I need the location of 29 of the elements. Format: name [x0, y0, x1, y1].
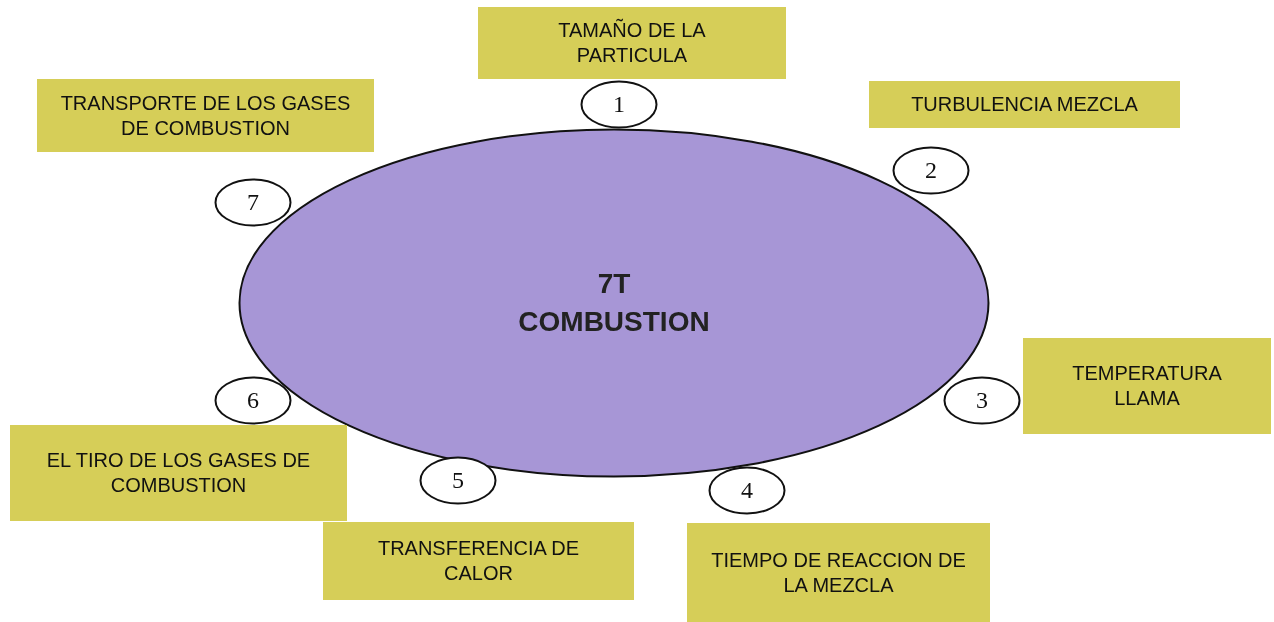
- factor-label: TURBULENCIA MEZCLA: [911, 92, 1138, 117]
- number-circle: [943, 376, 1021, 425]
- factor-box: [687, 523, 990, 622]
- factor-label: TIEMPO DE REACCION DE LA MEZCLA: [710, 547, 967, 598]
- factor-box: [323, 522, 634, 600]
- number-circle: [580, 80, 658, 129]
- number-circle: [214, 178, 292, 227]
- factor-box: [10, 425, 347, 521]
- number-label: 7: [247, 189, 259, 216]
- number-label: 3: [976, 387, 988, 414]
- number-circle: [214, 376, 292, 425]
- factor-label: TRANSFERENCIA DE CALOR: [376, 536, 581, 586]
- factor-box: [1023, 338, 1271, 434]
- factor-box: [37, 79, 374, 152]
- number-circle: [419, 456, 497, 505]
- number-circle: [892, 146, 970, 195]
- factor-label: TAMAÑO DE LA PARTICULA: [557, 18, 707, 68]
- factor-label: EL TIRO DE LOS GASES DE COMBUSTION: [45, 448, 312, 498]
- center-title: 7T COMBUSTION: [517, 267, 711, 339]
- number-label: 2: [925, 157, 937, 184]
- number-label: 6: [247, 387, 259, 414]
- number-label: 1: [613, 91, 625, 118]
- number-circle: [708, 466, 786, 515]
- number-label: 4: [741, 477, 753, 504]
- number-label: 5: [452, 467, 464, 494]
- factor-box: [478, 7, 786, 79]
- factor-label: TRANSPORTE DE LOS GASES DE COMBUSTION: [59, 90, 352, 141]
- factor-box: [869, 81, 1180, 128]
- factor-label: TEMPERATURA LLAMA: [1071, 361, 1223, 411]
